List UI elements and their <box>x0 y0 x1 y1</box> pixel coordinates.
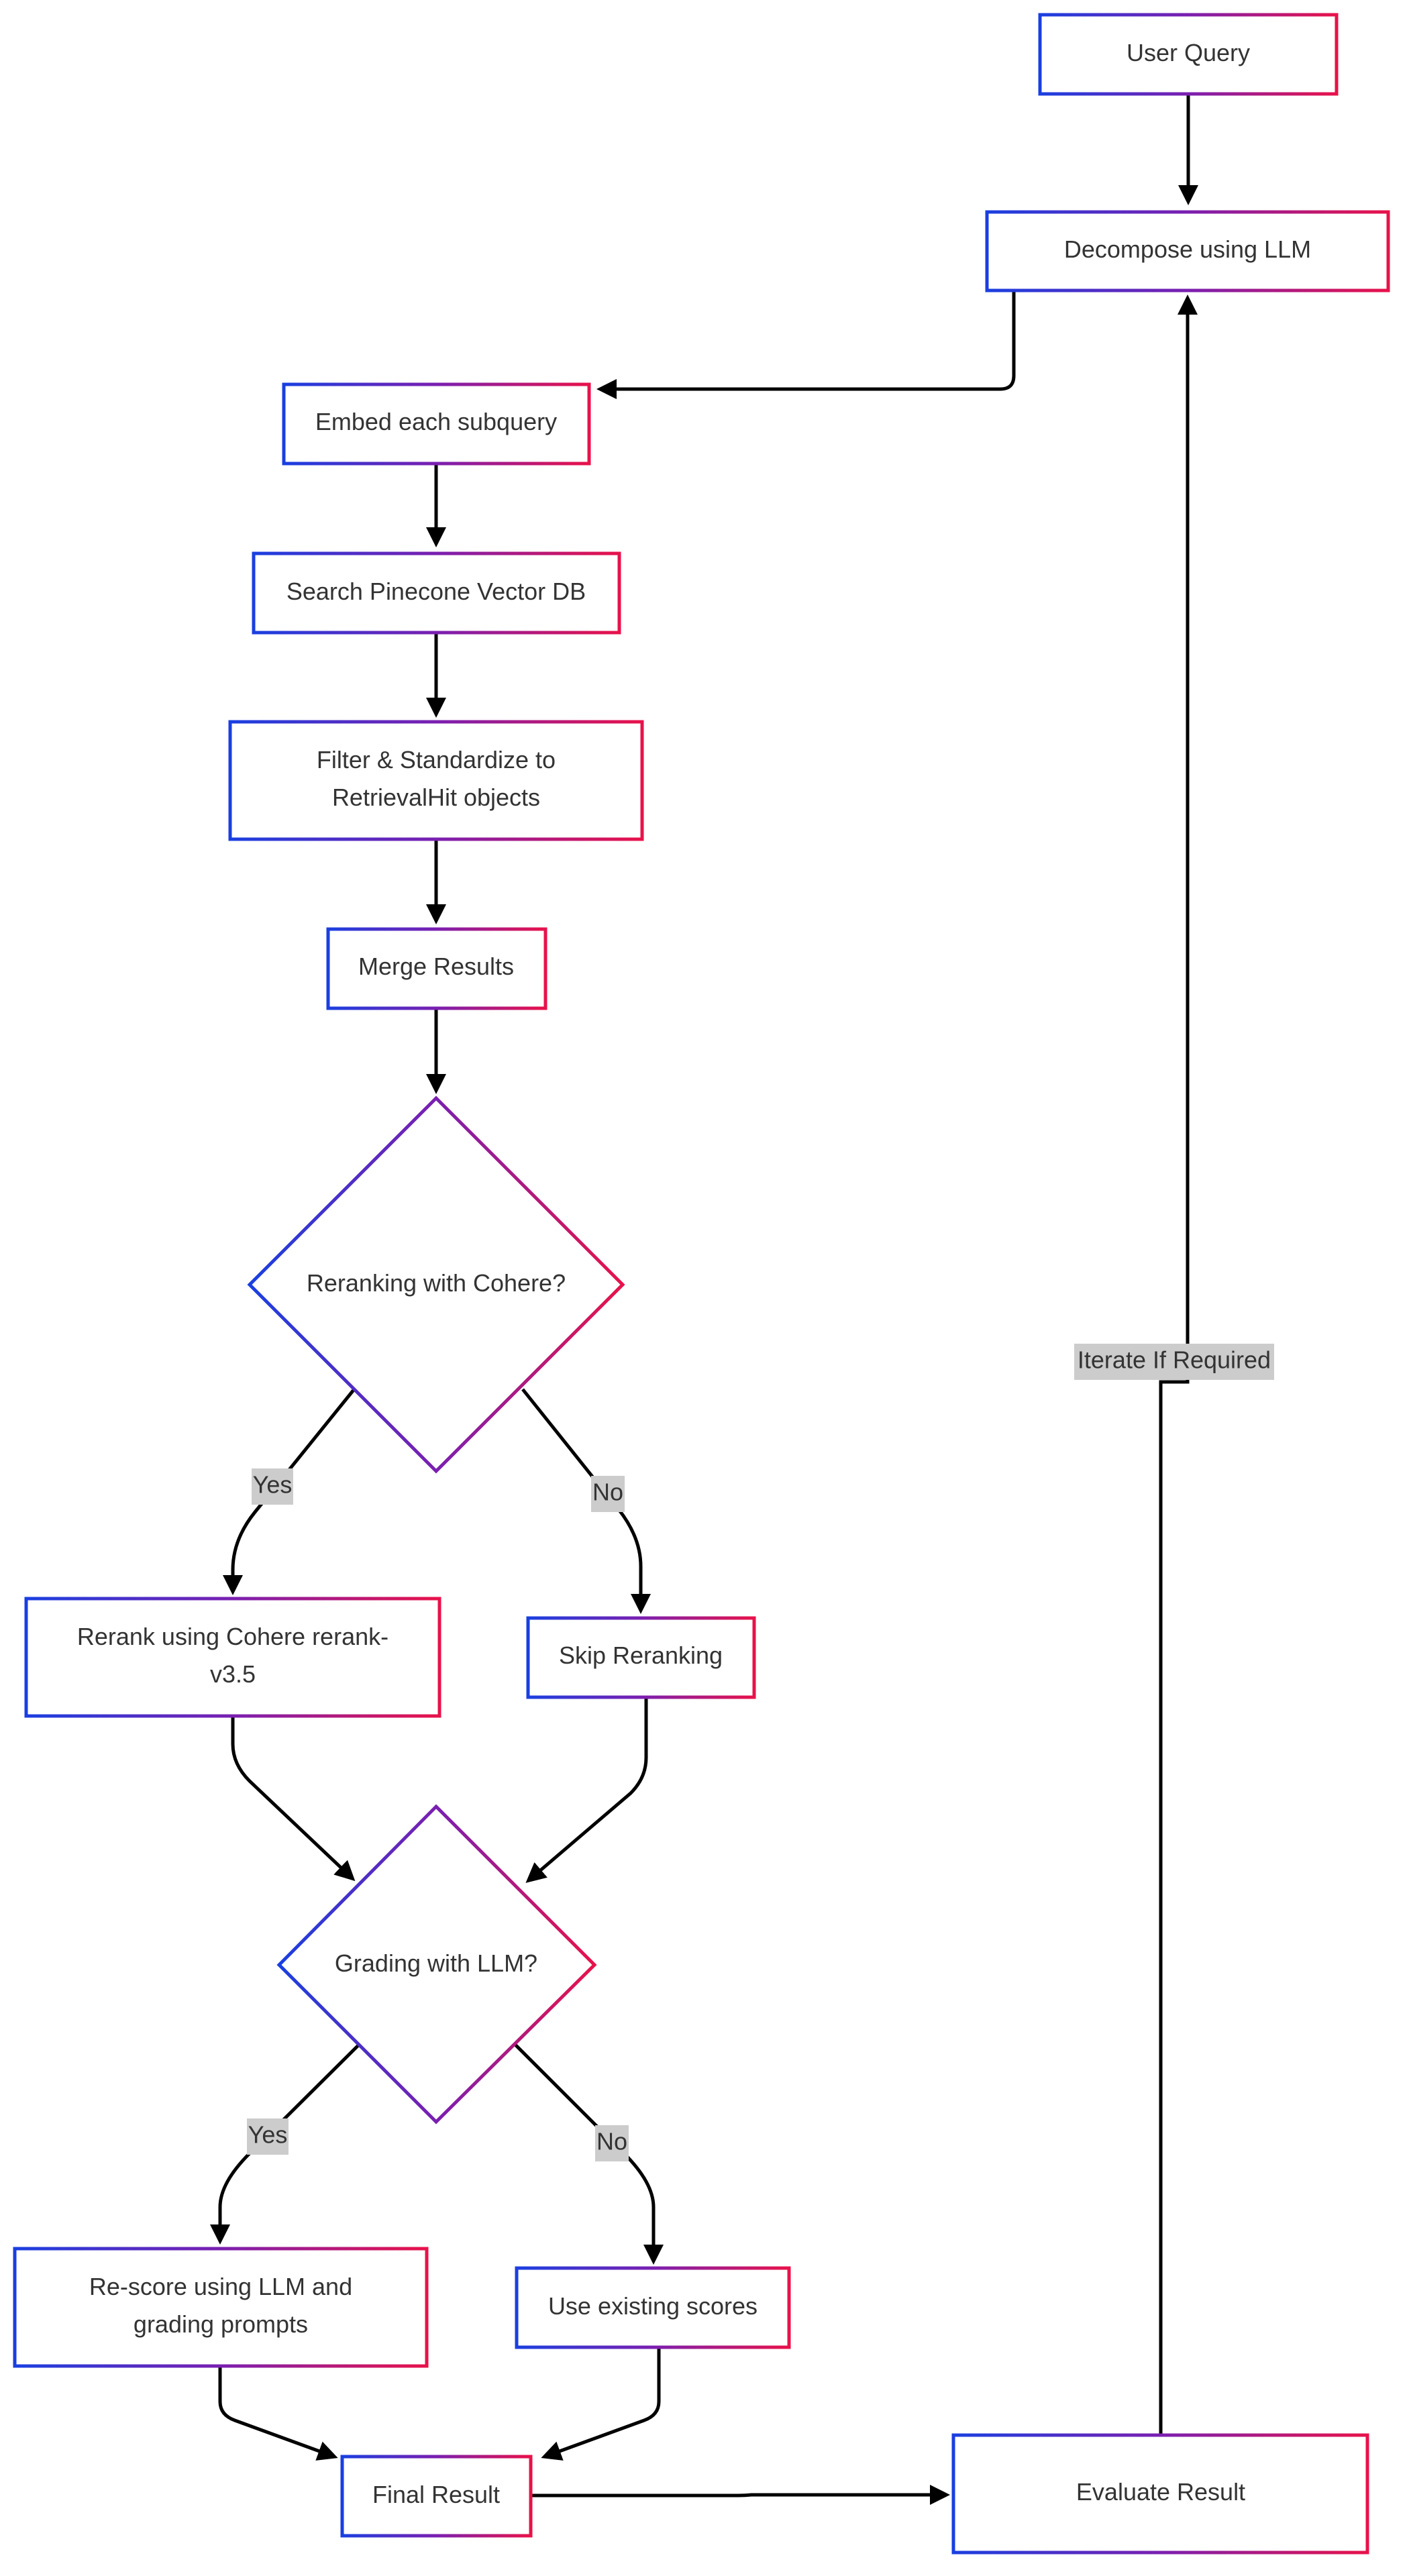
node-label-line: Evaluate Result <box>1076 2478 1245 2506</box>
edge-decompose-to-embed <box>596 290 1016 399</box>
edge-skip-rerank-to-grading-decision <box>525 1698 648 1883</box>
node-label-line: User Query <box>1127 39 1250 66</box>
label-text: No <box>596 2128 627 2155</box>
edge-grading-decision-yes <box>210 2043 361 2245</box>
node-merge[interactable]: Merge Results <box>326 927 547 1010</box>
node-label: Evaluate Result <box>1076 2478 1245 2506</box>
node-label-line: Search Pinecone Vector DB <box>286 578 586 605</box>
node-label: Merge Results <box>358 953 514 980</box>
node-rescore[interactable]: Re-score using LLM and grading prompts <box>13 2247 429 2368</box>
node-label: Skip Reranking <box>559 1642 723 1669</box>
node-skip-rerank[interactable]: Skip Reranking <box>526 1616 756 1699</box>
edge-label-grading-yes: Yes <box>247 2118 289 2155</box>
node-label-line: Grading with LLM? <box>335 1949 537 1977</box>
edge-grading-decision-no <box>513 2043 664 2265</box>
node-label-line: Rerank using Cohere rerank- <box>77 1623 388 1650</box>
edge-rerank-decision-yes <box>223 1389 355 1595</box>
node-grading-decision[interactable]: Grading with LLM? <box>276 1804 597 2125</box>
node-label: User Query <box>1127 39 1250 66</box>
node-label-line: Reranking with Cohere? <box>307 1269 566 1297</box>
label-text: No <box>592 1479 623 1506</box>
edge-label-iterate: Iterate If Required <box>1074 1344 1274 1380</box>
node-existing-scores[interactable]: Use existing scores <box>515 2266 791 2349</box>
node-label-line: Decompose using LLM <box>1064 235 1311 263</box>
node-label-line: grading prompts <box>134 2310 308 2338</box>
label-text: Iterate If Required <box>1078 1346 1271 1374</box>
node-label: Re-score using LLM and grading prompts <box>89 2273 352 2338</box>
node-rerank[interactable]: Rerank using Cohere rerank-v3.5 <box>24 1597 441 1718</box>
node-label-line: Skip Reranking <box>559 1642 723 1669</box>
node-label: Embed each subquery <box>315 408 557 435</box>
label-text: Yes <box>253 1471 293 1499</box>
node-label-line: Embed each subquery <box>315 408 557 435</box>
label-text: Yes <box>248 2121 288 2149</box>
node-label-line: v3.5 <box>210 1660 256 1688</box>
node-rerank-decision[interactable]: Reranking with Cohere? <box>247 1095 625 1474</box>
node-evaluate[interactable]: Evaluate Result <box>951 2433 1369 2555</box>
node-label: Grading with LLM? <box>335 1949 537 1977</box>
edge-final-to-evaluate <box>532 2485 950 2505</box>
edge-rerank-to-grading-decision <box>231 1717 356 1882</box>
node-label-line: Use existing scores <box>548 2292 758 2320</box>
node-label: Reranking with Cohere? <box>307 1269 566 1297</box>
edge-rescore-to-final <box>218 2366 338 2461</box>
node-embed[interactable]: Embed each subquery <box>282 382 591 466</box>
node-final-result[interactable]: Final Result <box>340 2455 533 2538</box>
edge-label-rerank-no: No <box>591 1476 625 1512</box>
node-label-line: Filter & Standardize to <box>317 746 556 773</box>
node-label: Final Result <box>372 2481 500 2508</box>
edge-evaluate-to-decompose <box>1159 294 1198 2434</box>
node-label: Use existing scores <box>548 2292 758 2320</box>
node-label-line: Re-score using LLM and <box>89 2273 352 2300</box>
edge-label-grading-no: No <box>595 2125 629 2161</box>
edge-existing-scores-to-final <box>541 2347 661 2461</box>
node-label-line: RetrievalHit objects <box>332 784 540 811</box>
edge-label-rerank-yes: Yes <box>252 1468 293 1505</box>
node-label-line: Merge Results <box>358 953 514 980</box>
node-filter[interactable]: Filter & Standardize to RetrievalHit obje… <box>228 720 644 841</box>
node-user-query[interactable]: User Query <box>1038 13 1339 96</box>
node-label-line: Final Result <box>372 2481 500 2508</box>
node-label: Rerank using Cohere rerank-v3.5 <box>77 1623 388 1688</box>
node-label: Search Pinecone Vector DB <box>286 578 586 605</box>
node-label: Filter & Standardize to RetrievalHit obje… <box>317 746 556 811</box>
node-label: Decompose using LLM <box>1064 235 1311 263</box>
node-decompose[interactable]: Decompose using LLM <box>985 210 1390 292</box>
node-search[interactable]: Search Pinecone Vector DB <box>252 551 621 635</box>
